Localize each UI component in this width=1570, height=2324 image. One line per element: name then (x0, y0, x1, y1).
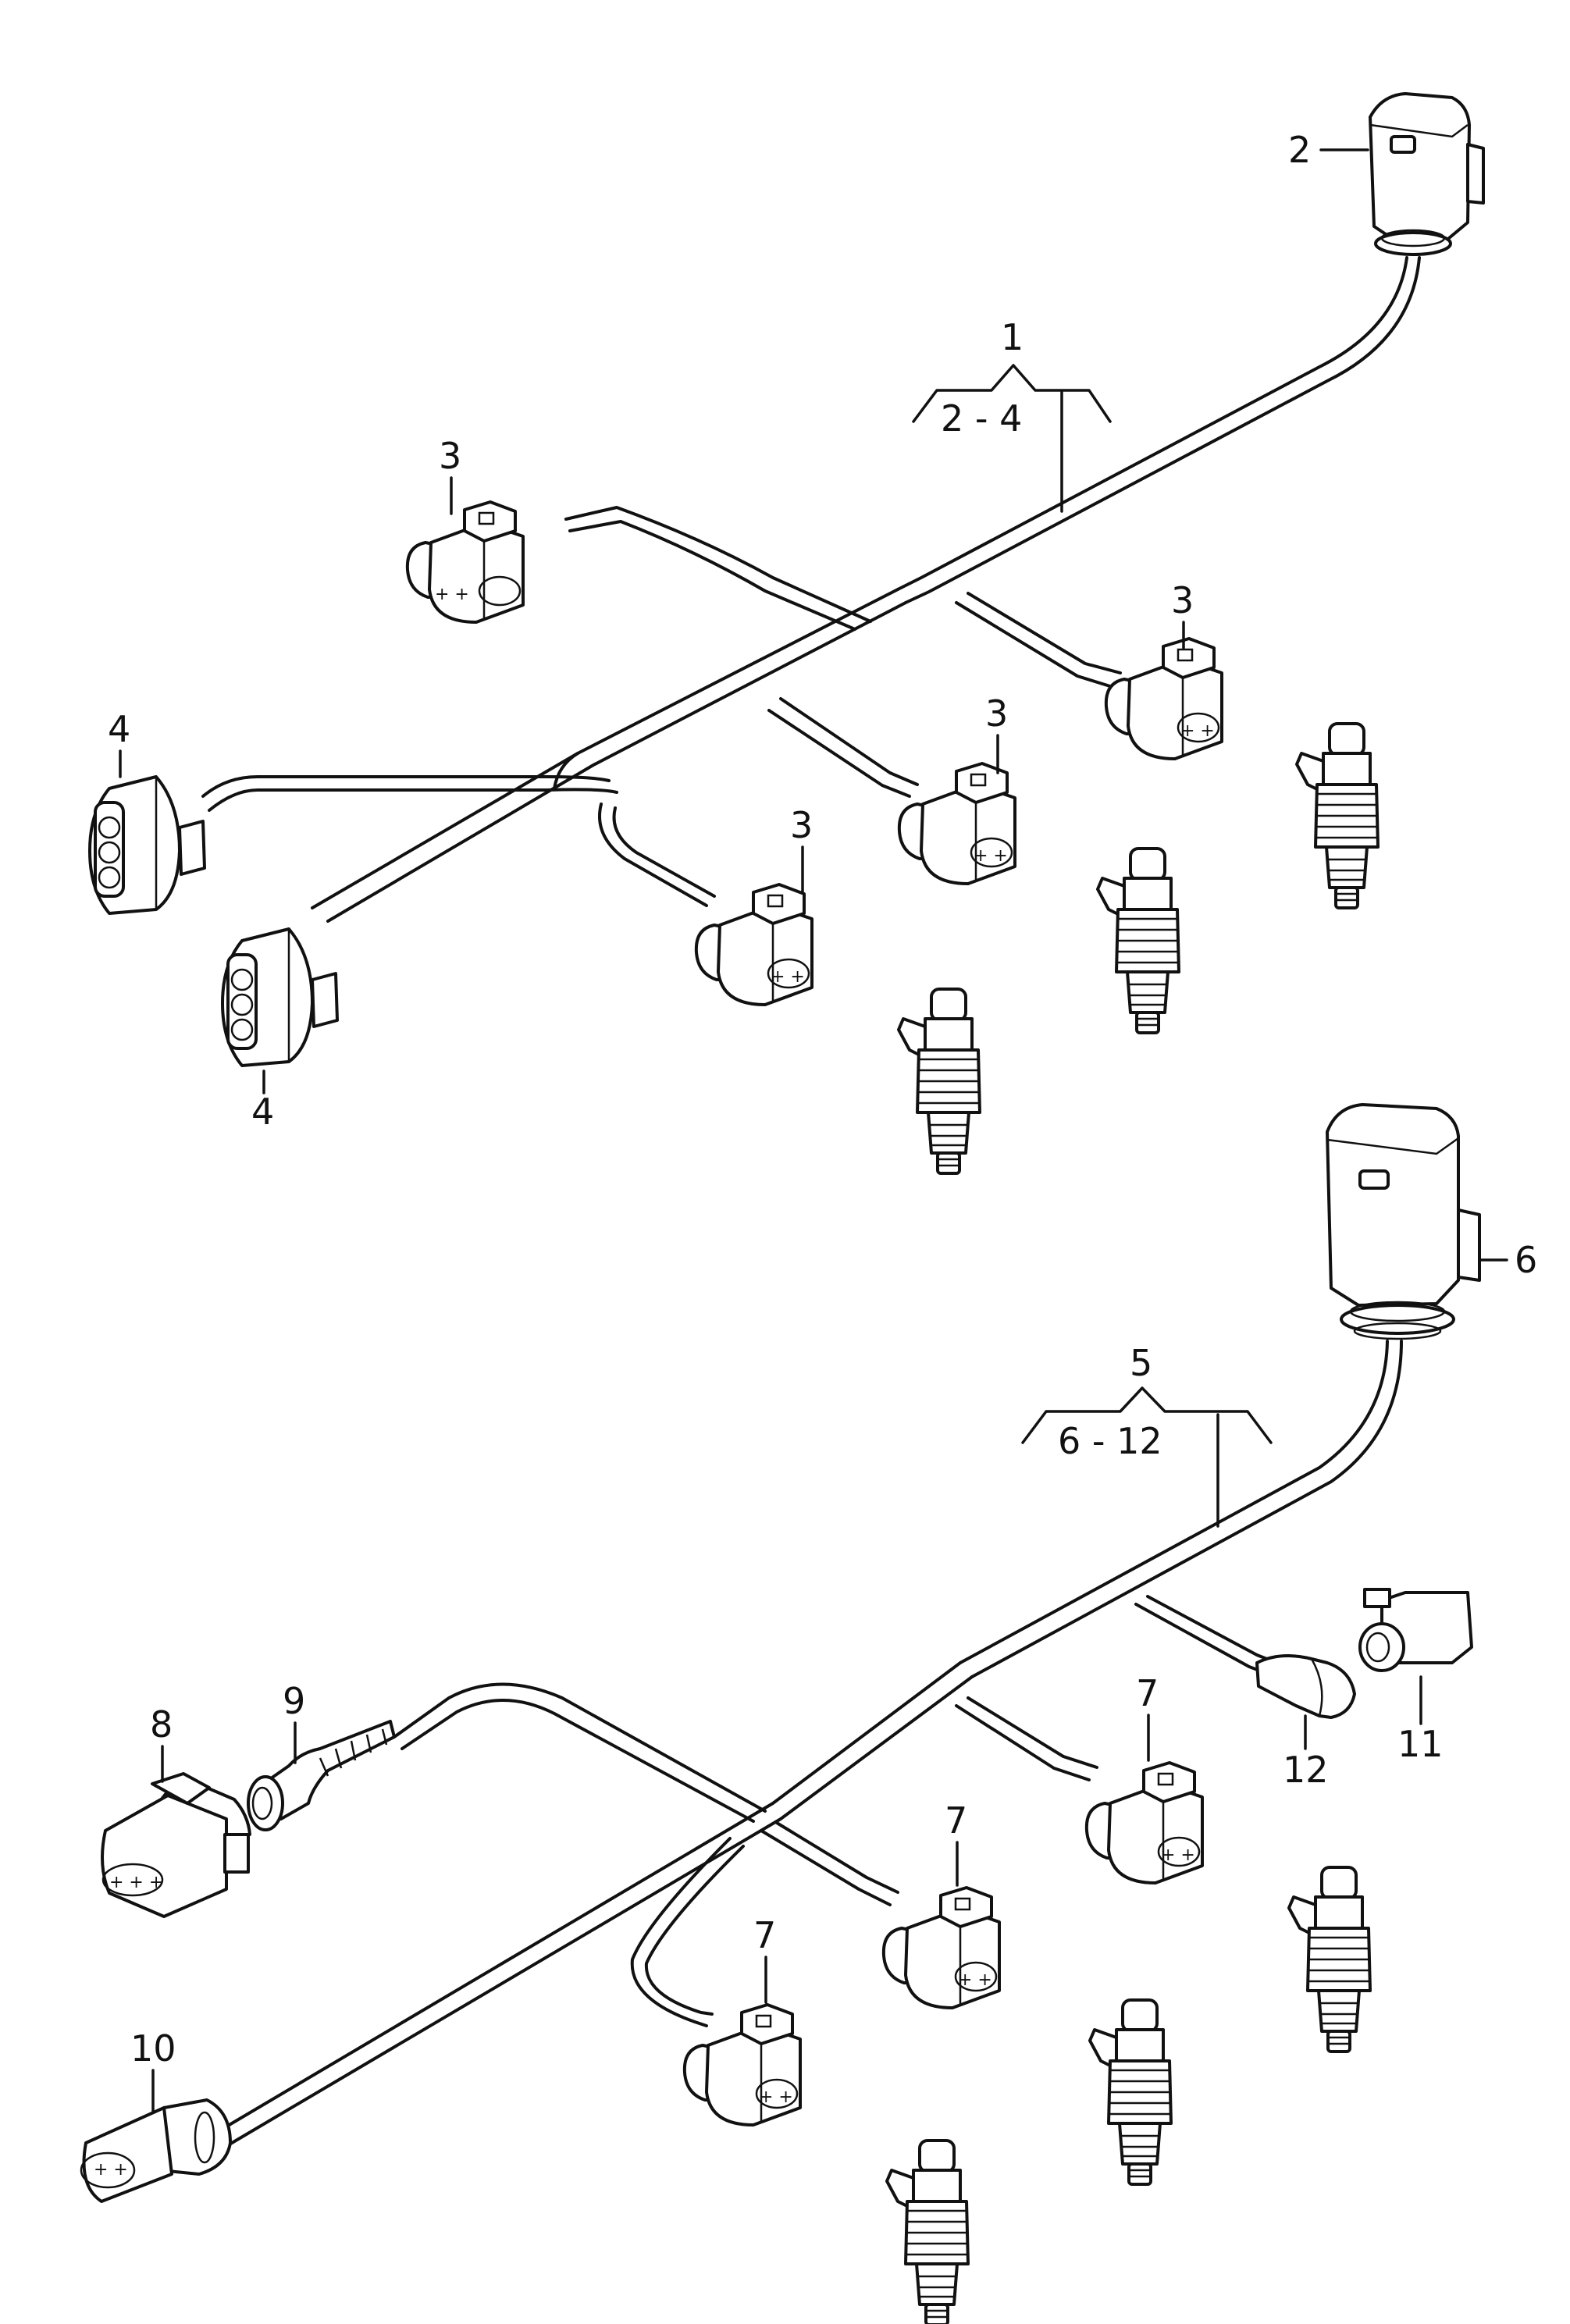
svg-text:4: 4 (251, 1091, 274, 1133)
svg-text:+ +: + + (94, 2160, 128, 2180)
svg-text:7: 7 (1136, 1672, 1159, 1714)
callout-4-b: 4 (251, 1069, 274, 1133)
svg-text:3: 3 (985, 692, 1008, 735)
connector-part-2 (1369, 92, 1485, 256)
injector-bottom-1 (1287, 1866, 1372, 2053)
connector-part-8 (101, 1772, 251, 1918)
svg-text:8: 8 (150, 1703, 173, 1746)
callout-1: 1 2 - 4 (912, 316, 1112, 513)
svg-text:9: 9 (283, 1680, 305, 1722)
harness-1-wires (201, 256, 1421, 923)
svg-text:+ +: + + (435, 585, 469, 604)
svg-text:7: 7 (753, 1914, 776, 1956)
injector-top-3 (897, 988, 981, 1175)
sensor-part-11 (1358, 1588, 1473, 1672)
svg-text:+ +: + + (1180, 721, 1215, 741)
svg-text:12: 12 (1283, 1749, 1329, 1791)
svg-text:+ +: + + (1161, 1845, 1195, 1865)
svg-text:+ + +: + + + (109, 1873, 163, 1892)
callout-3-c: 3 (985, 692, 1008, 774)
callout-8: 8 (150, 1703, 173, 1783)
svg-text:+ +: + + (958, 1970, 992, 1990)
connector-part-12 (1255, 1654, 1356, 1719)
svg-text:11: 11 (1397, 1723, 1444, 1765)
svg-text:+ +: + + (771, 967, 805, 987)
svg-text:3: 3 (790, 804, 813, 846)
injector-top-1 (1295, 722, 1380, 909)
svg-text:2: 2 (1288, 129, 1311, 171)
callout-4-a: 4 (108, 708, 130, 778)
callout-2: 2 (1288, 129, 1369, 171)
callout-7-b: 7 (945, 1799, 967, 1887)
callout-3-d: 3 (790, 804, 813, 893)
pin-marks: + + + + + + + + + + + + + + + + + + + (94, 585, 1215, 2180)
connector-part-6 (1326, 1103, 1481, 1340)
callout-12: 12 (1283, 1714, 1329, 1791)
injector-bottom-3 (885, 2139, 970, 2324)
injector-bottom-2 (1088, 1998, 1173, 2186)
svg-text:+ +: + + (759, 2087, 793, 2107)
callout-11: 11 (1397, 1675, 1444, 1765)
callout-1-number: 1 (1001, 316, 1024, 358)
callout-7-a: 7 (1136, 1672, 1159, 1762)
svg-text:10: 10 (130, 2027, 176, 2070)
harness-5-wires (217, 1340, 1403, 2147)
callout-5: 5 6 - 12 (1021, 1342, 1273, 1528)
svg-text:3: 3 (1171, 579, 1194, 621)
callout-10: 10 (130, 2027, 176, 2113)
callout-6: 6 (1478, 1239, 1537, 1281)
connector-part-4-a (88, 775, 206, 915)
connector-part-4-b (221, 927, 339, 1067)
callout-5-range: 6 - 12 (1058, 1420, 1162, 1462)
svg-text:3: 3 (439, 435, 461, 477)
sensor-part-9 (247, 1720, 396, 1831)
svg-text:7: 7 (945, 1799, 967, 1842)
callout-7-c: 7 (753, 1914, 776, 2004)
svg-text:6: 6 (1515, 1239, 1537, 1281)
injector-top-2 (1096, 847, 1180, 1034)
callout-5-number: 5 (1130, 1342, 1152, 1384)
callout-1-range: 2 - 4 (941, 397, 1022, 440)
callout-3-a: 3 (439, 435, 461, 515)
callout-3-b: 3 (1171, 579, 1194, 650)
callout-9: 9 (283, 1680, 305, 1764)
svg-text:4: 4 (108, 708, 130, 750)
svg-text:+ +: + + (974, 846, 1008, 866)
connector-part-10 (80, 2098, 232, 2203)
